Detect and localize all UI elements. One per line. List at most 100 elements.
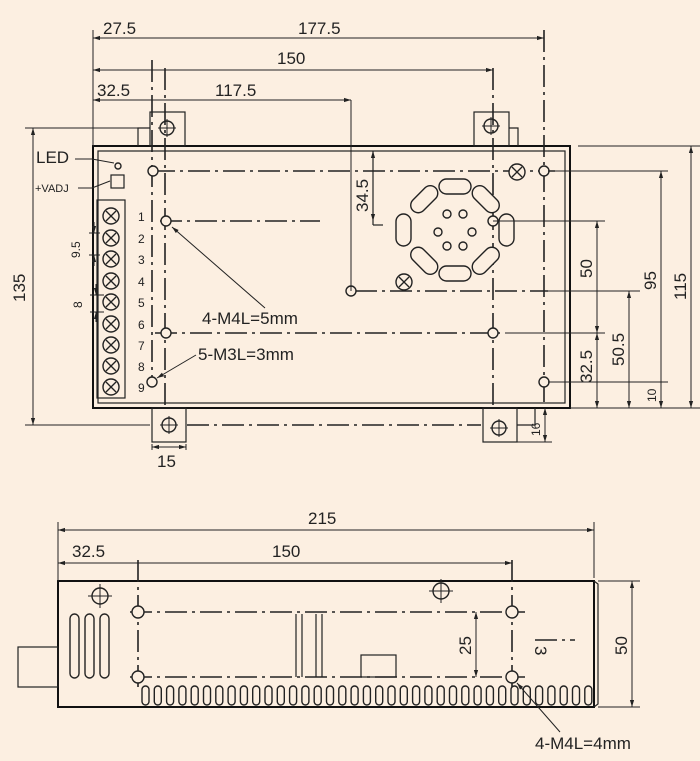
heatsink-fin [522,685,531,706]
heatsink-fin [153,685,163,706]
heatsink-fin [202,685,212,706]
heatsink-fin [424,685,433,706]
heatsink-fin [485,685,495,706]
terminal-number: 5 [138,296,145,310]
terminal-number: 6 [138,318,145,332]
heatsink-fin [448,685,458,706]
dim-50-5: 50.5 [609,333,628,366]
side-view: 215 32.5 150 25 3 50 4-M4L=4mm [17,509,640,753]
dim-34-5: 34.5 [353,179,372,212]
terminal-number: 8 [138,360,145,374]
terminal-screw-icon [102,357,120,375]
heatsink-fin [399,685,408,706]
dim-25: 25 [456,636,475,655]
fan-screw-icon [395,273,413,291]
heatsink-fin [559,685,568,706]
dim-150: 150 [277,49,305,68]
heatsink-fin [264,685,273,706]
heatsink-fin [313,685,322,706]
heatsink-fin [547,685,556,706]
terminal-pitch-label: 9.5 [69,241,83,258]
dim-135: 135 [10,274,29,302]
vadj-label: +VADJ [35,183,69,195]
dim-32-5-side: 32.5 [72,542,105,561]
heatsink-fin [227,685,236,706]
terminal-screw-icon [102,207,120,225]
heatsink-fin [215,685,224,706]
terminal-block: 1 2 3 4 5 6 7 8 9 9.5 8 [69,199,145,399]
heatsink-fin [375,685,384,706]
terminal-number: 1 [138,210,145,224]
heatsink-fin [190,685,199,706]
terminal-screw-icon [102,293,120,311]
dim-115: 115 [671,273,690,300]
terminal-number: 7 [138,339,145,353]
heatsink-fin [178,685,187,706]
dim-15: 15 [157,452,176,471]
heatsink-fin [362,685,372,706]
dim-215: 215 [308,509,336,528]
heatsink-fin [276,685,285,706]
dim-32-5-v: 32.5 [577,350,596,383]
dim-117-5: 117.5 [215,81,256,100]
led-label: LED [36,148,69,167]
heatsink-fin [239,685,249,706]
heatsink-fin [141,685,150,706]
heatsink-fin [325,685,335,706]
top-callouts: 4-M4L=5mm 5-M3L=3mm [156,226,298,379]
top-view-inner [97,150,566,404]
fan-screw-icon [508,163,526,181]
terminal-number: 9 [138,381,145,395]
led-indicator: LED [36,148,122,170]
m4-callout: 4-M4L=5mm [202,309,298,328]
heatsink-fin [251,685,261,706]
dim-150-side: 150 [272,542,300,561]
heatsink-fin [165,685,175,706]
top-center-lines [151,30,555,426]
side-slots [69,613,110,679]
dim-27-5: 27.5 [103,19,136,38]
terminal-width-label: 8 [71,301,85,308]
heatsink-fin [288,685,298,706]
terminal-screw-icon [102,272,120,290]
side-holes [88,579,519,684]
dim-50: 50 [577,259,596,278]
top-vertical-dims: 135 34.5 115 95 50 50.5 32.5 10 [10,127,700,443]
dim-50-side: 50 [612,636,631,655]
terminal-number: 3 [138,253,145,267]
heatsink-fin [571,685,581,706]
top-horizontal-dims: 177.5 27.5 150 32.5 117.5 15 [92,19,544,471]
heatsink-fin [498,685,507,706]
side-center-lines [130,560,575,690]
heatsink-fin [338,685,347,706]
heatsink-fins [141,685,593,706]
heatsink-fin [387,685,396,706]
heatsink-fin [411,685,421,706]
heatsink-fin [473,685,482,706]
heatsink-fin [510,685,519,706]
mounting-tabs [137,111,536,443]
dim-16: 16 [529,422,543,436]
switch-block [17,646,59,688]
terminal-number: 2 [138,232,145,246]
terminal-screw-icon [102,250,120,268]
dim-95: 95 [641,271,660,290]
heatsink-fin [584,685,593,706]
m4-side-callout: 4-M4L=4mm [535,734,631,753]
dim-177-5: 177.5 [298,19,341,38]
dim-32-5: 32.5 [97,81,130,100]
terminal-number: 4 [138,275,145,289]
heatsink-fin [301,685,310,706]
terminal-screw-icon [102,229,120,247]
heatsink-fin [436,685,445,706]
dim-3: 3 [531,646,550,655]
m3-callout: 5-M3L=3mm [198,345,294,364]
heatsink-fin [461,685,470,706]
terminal-screw-icon [102,336,120,354]
terminal-screw-icon [102,315,120,333]
vadj-potentiometer: +VADJ [35,174,125,195]
heatsink-fin [350,685,359,706]
side-dims: 215 32.5 150 25 3 50 4-M4L=4mm [57,509,640,753]
